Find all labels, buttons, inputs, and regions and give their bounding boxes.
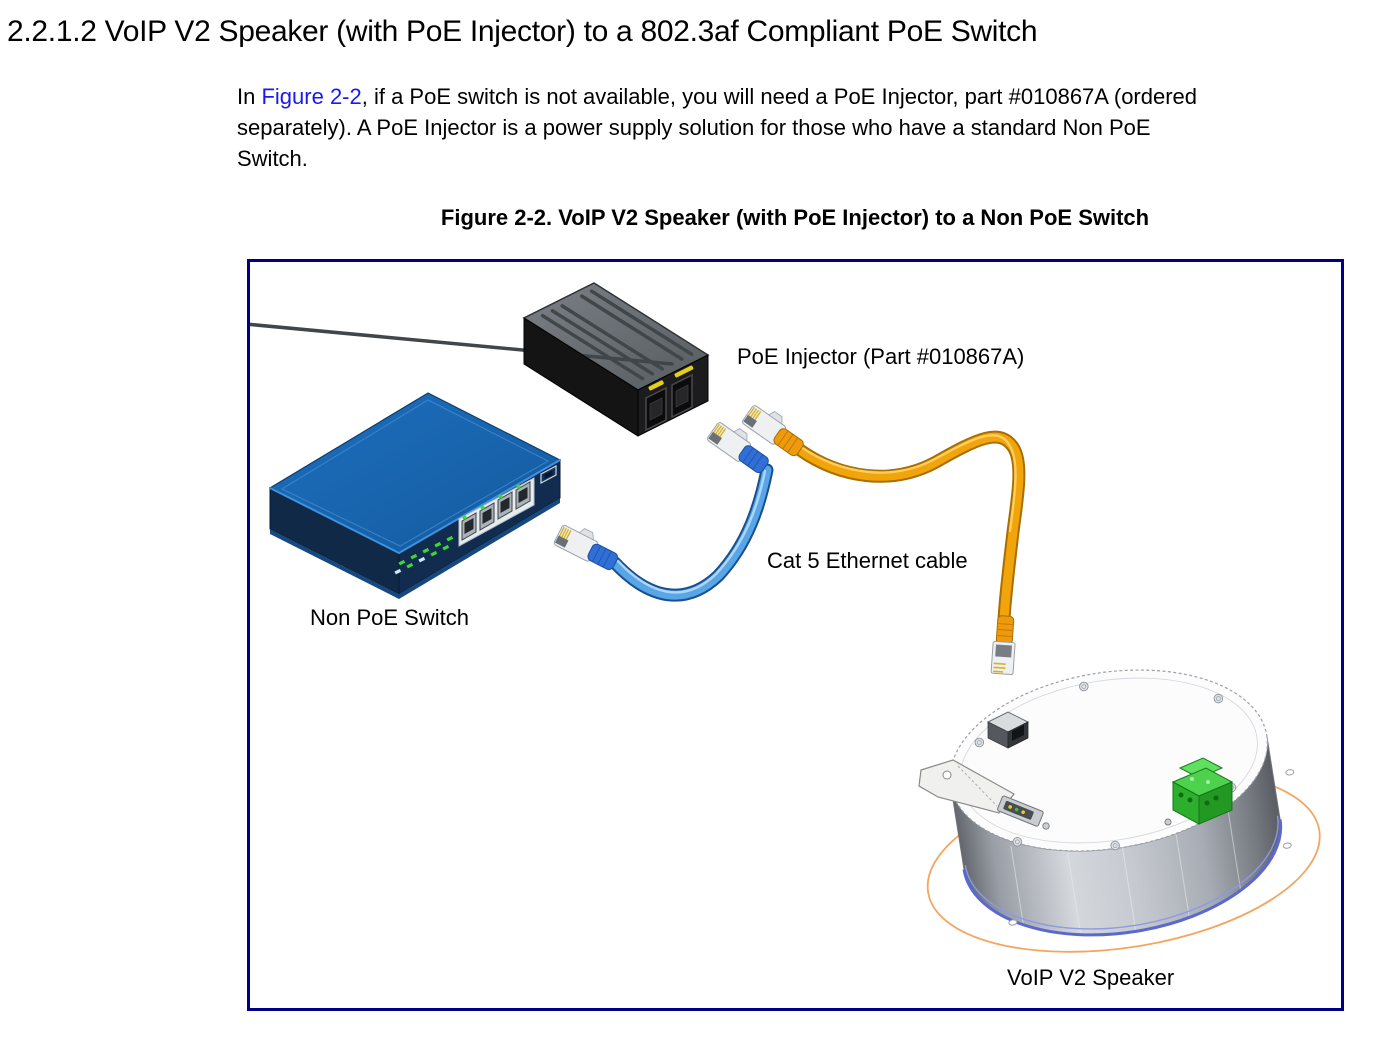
switch-leds — [394, 535, 454, 575]
paragraph-text: Switch. — [237, 146, 308, 171]
orange-plug-speaker-end — [990, 615, 1016, 676]
poe-injector-illustration — [250, 282, 710, 437]
blue-plug-injector-end — [707, 422, 769, 474]
speaker-label: VoIP V2 Speaker — [1007, 965, 1175, 990]
voip-speaker-illustration — [918, 669, 1321, 953]
orange-plug-injector-end — [742, 405, 804, 457]
green-terminal-block — [1164, 757, 1234, 826]
paragraph-text: separately). A PoE Injector is a power s… — [237, 115, 1151, 140]
section-heading: 2.2.1.2 VoIP V2 Speaker (with PoE Inject… — [7, 15, 1038, 48]
orange-cable — [742, 405, 1026, 676]
speaker-side-connector — [997, 795, 1044, 827]
blue-cable — [553, 422, 774, 602]
injector-port-markings — [648, 365, 694, 391]
figure-2-2-link[interactable]: Figure 2-2 — [261, 84, 362, 109]
blue-plug-switch-end — [553, 524, 619, 571]
body-paragraph: In Figure 2-2, if a PoE switch is not av… — [237, 81, 1197, 174]
mounting-bracket — [918, 759, 1015, 814]
injector-label: PoE Injector (Part #010867A) — [737, 344, 1025, 369]
figure-2-2: PoE Injector (Part #010867A) Cat 5 Ether… — [247, 259, 1344, 1011]
figure-illustration — [250, 282, 1321, 953]
paragraph-text: , if a PoE switch is not available, you … — [361, 84, 1198, 109]
switch-label: Non PoE Switch — [310, 605, 469, 630]
speaker-ethernet-jack — [986, 711, 1030, 749]
switch-ports — [461, 481, 531, 541]
figure-caption: Figure 2-2. VoIP V2 Speaker (with PoE In… — [440, 205, 1150, 230]
cable-label: Cat 5 Ethernet cable — [767, 548, 968, 573]
paragraph-text: In — [237, 84, 262, 109]
non-poe-switch-illustration — [268, 392, 562, 599]
